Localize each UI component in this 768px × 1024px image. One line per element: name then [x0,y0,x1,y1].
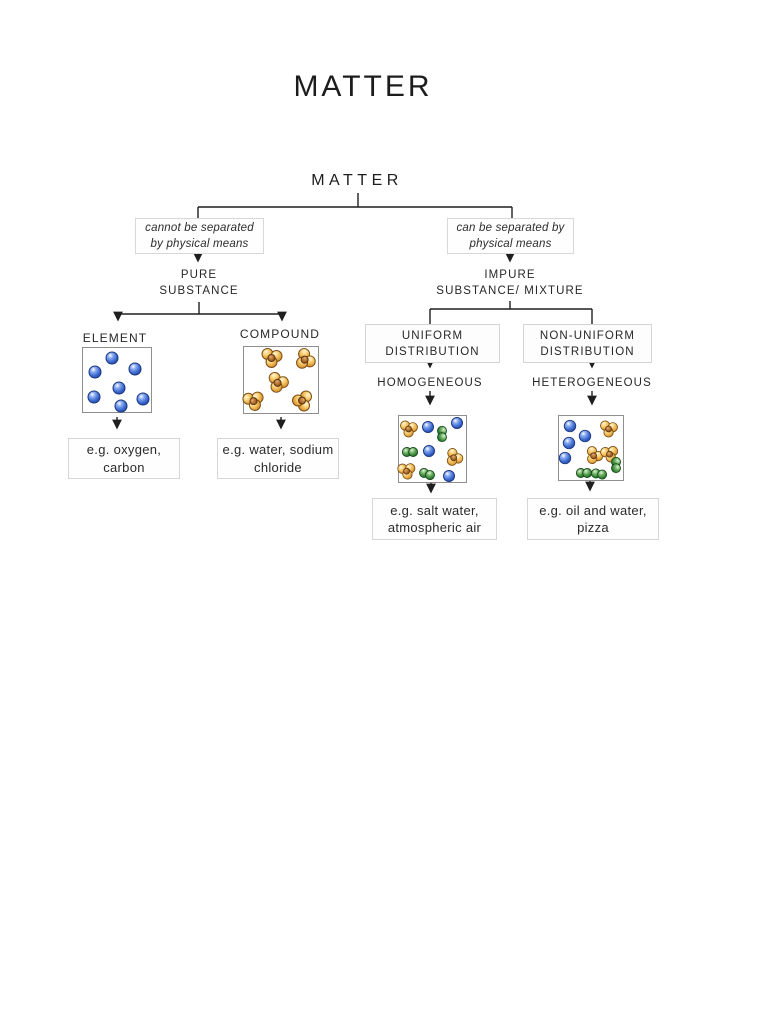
blue-atom-particle [105,351,119,365]
example-line: pizza [577,520,609,535]
blue-atom-particle [112,381,126,395]
example-compound-box: e.g. water, sodium chloride [217,438,339,479]
example-line: carbon [103,459,145,475]
example-line: e.g. water, sodium [222,442,334,457]
green-molecule-particle [417,466,437,482]
impure-line2: SUBSTANCE/ MIXTURE [436,285,584,297]
pure-line1: PURE [180,269,218,281]
gold-molecule-particle [241,388,268,414]
gold-molecule-particle [400,420,418,438]
blue-atom-particle [114,399,128,413]
condition-line: can be separated by [456,222,565,234]
impure-substance-label: IMPURE SUBSTANCE/ MIXTURE [425,267,595,299]
blue-atom-particle [88,365,102,379]
gold-molecule-particle [599,420,618,438]
pure-line2: SUBSTANCE [159,285,239,297]
blue-atom-particle [563,420,577,433]
nonuniform-line1: NON-UNIFORM [539,329,636,342]
blue-atom-particle [422,421,435,434]
uniform-distribution-box: UNIFORM DISTRIBUTION [365,324,500,363]
green-molecule-particle [436,426,447,443]
element-particle-box [82,347,152,413]
example-heterogeneous-box: e.g. oil and water, pizza [527,498,659,540]
example-element-box: e.g. oxygen, carbon [68,438,180,479]
blue-atom-particle [442,470,455,483]
example-line: e.g. salt water, [390,502,479,518]
compound-label: COMPOUND [239,327,321,341]
impure-line1: IMPURE [484,269,536,281]
pure-substance-label: PURE SUBSTANCE [139,267,259,299]
element-label: ELEMENT [82,331,148,345]
example-line: chloride [254,459,302,475]
gold-molecule-particle [265,370,291,396]
nonuniform-distribution-box: NON-UNIFORM DISTRIBUTION [523,324,652,363]
homogeneous-label: HOMOGENEOUS [377,377,483,389]
blue-atom-particle [558,452,571,465]
example-line: atmospheric air [387,520,482,535]
blue-atom-particle [578,429,591,443]
flow-root-label: MATTER [311,172,403,189]
nonuniform-line2: DISTRIBUTION [540,345,635,358]
gold-molecule-particle [291,390,312,412]
green-molecule-particle [611,457,621,474]
blue-atom-particle [136,392,150,406]
page-title: MATTER [293,70,433,103]
condition-can-separate-box: can be separated by physical means [447,218,574,254]
condition-line: by physical means [150,238,249,250]
condition-line: cannot be separated [145,222,254,234]
gold-molecule-particle [261,348,283,369]
green-molecule-particle [402,446,419,457]
blue-atom-particle [562,436,575,450]
green-molecule-particle [589,467,608,481]
example-line: e.g. oxygen, [86,442,162,457]
gold-molecule-particle [291,345,320,375]
heterogeneous-particle-box [558,415,624,481]
blue-atom-particle [450,416,463,429]
example-line: e.g. oil and water, [539,502,647,518]
gold-molecule-particle [396,461,418,482]
blue-atom-particle [128,362,142,376]
compound-particle-box [241,345,320,414]
condition-cannot-separate-box: cannot be separated by physical means [135,218,264,254]
heterogeneous-label: HETEROGENEOUS [532,377,652,389]
uniform-line2: DISTRIBUTION [385,345,480,358]
blue-atom-particle [423,444,436,457]
example-homogeneous-box: e.g. salt water, atmospheric air [372,498,497,540]
blue-atom-particle [87,390,101,404]
gold-molecule-particle [442,446,466,470]
condition-line: physical means [469,238,552,250]
homogeneous-particle-box [396,415,467,483]
uniform-line1: UNIFORM [401,329,464,342]
